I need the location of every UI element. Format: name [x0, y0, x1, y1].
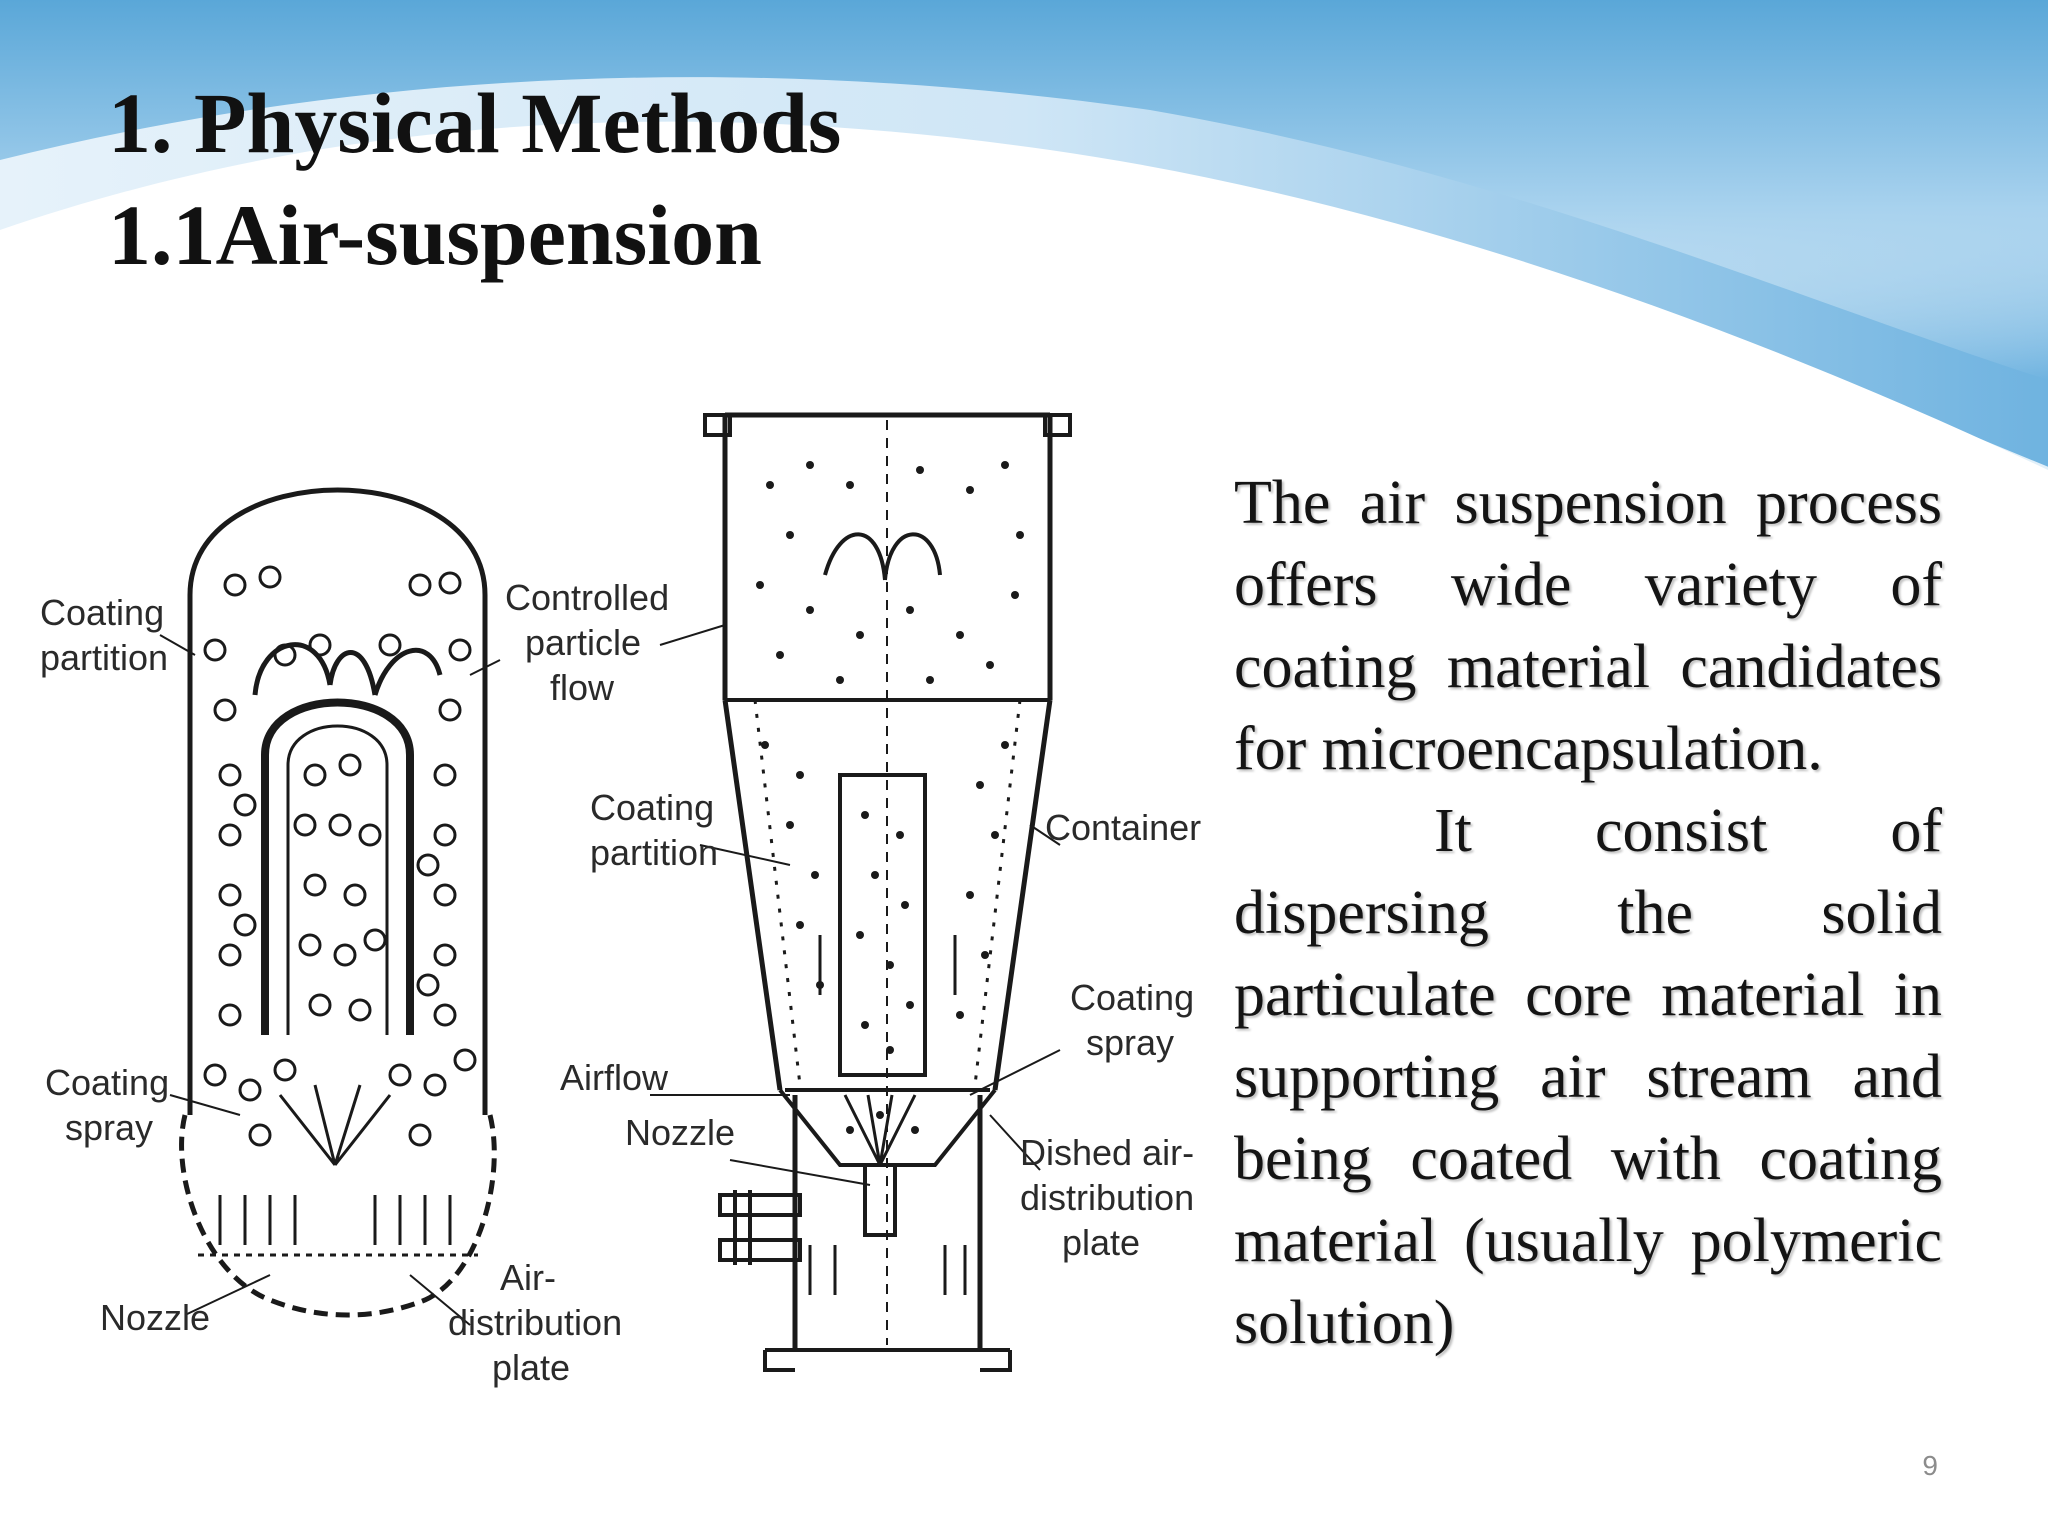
right-apparatus	[650, 412, 1072, 1372]
left-leader-lines	[159, 634, 501, 1326]
label-coating-partition-right: Coating	[590, 787, 714, 828]
label-coating-spray-right-2: spray	[1086, 1022, 1174, 1063]
label-coating-partition-left: Coating	[40, 592, 164, 633]
left-spray-cone	[278, 1084, 392, 1166]
body-text-part-1: The air suspension process offers wide v…	[1234, 469, 1942, 783]
left-base-bowl	[179, 1114, 497, 1318]
label-coating-partition-right-2: partition	[590, 832, 718, 873]
label-dished-air-distribution-plate: Dished air-	[1020, 1132, 1194, 1173]
left-partition-inner	[286, 724, 389, 1035]
left-airflow-arrows	[218, 1195, 452, 1245]
left-flow-arrow-2	[372, 647, 443, 696]
label-dished-air-distribution-plate-3: plate	[1062, 1222, 1140, 1263]
right-coating-partition	[838, 773, 927, 1077]
right-upper-cylinder	[722, 412, 1053, 700]
right-bottom-flange	[763, 1348, 1012, 1372]
label-controlled-particle-flow-3: flow	[550, 667, 615, 708]
right-dots	[756, 461, 1024, 1134]
label-coating-spray-left: Coating	[45, 1062, 169, 1103]
left-flow-arrow-3	[327, 650, 378, 696]
right-nozzle-tube	[863, 1163, 897, 1237]
label-air-distribution-plate: Air-	[500, 1257, 556, 1298]
label-controlled-particle-flow: Controlled	[505, 577, 669, 618]
label-air-distribution-plate-3: plate	[492, 1347, 570, 1388]
label-airflow: Airflow	[560, 1057, 669, 1098]
label-controlled-particle-flow-2: particle	[525, 622, 641, 663]
slide-title: 1. Physical Methods	[108, 75, 842, 171]
label-air-distribution-plate-2: distribution	[448, 1302, 622, 1343]
right-fountain	[823, 532, 942, 581]
right-lower-chamber	[792, 1095, 983, 1350]
label-container: Container	[1045, 807, 1201, 848]
right-inner-cone	[753, 699, 1022, 1086]
left-chamber-outline	[187, 487, 488, 1115]
wave-band-front	[0, 0, 2048, 380]
body-text-part-2: It consist of dispersing the solid parti…	[1234, 797, 1942, 1357]
air-suspension-diagram: Coating partition Controlled particle fl…	[40, 412, 1201, 1388]
right-spray	[843, 1094, 917, 1166]
left-flow-arrow-1	[252, 642, 333, 696]
label-coating-spray-right: Coating	[1070, 977, 1194, 1018]
wave-edge	[0, 214, 2048, 520]
left-particles	[203, 565, 477, 1147]
left-coating-partition	[261, 698, 414, 1035]
right-top-flange	[703, 413, 1072, 437]
slide-subtitle: 1.1Air-suspension	[108, 187, 762, 283]
label-coating-partition-left-2: partition	[40, 637, 168, 678]
figure-labels: Coating partition Controlled particle fl…	[40, 577, 1201, 1388]
label-nozzle-left: Nozzle	[100, 1297, 210, 1338]
label-dished-air-distribution-plate-2: distribution	[1020, 1177, 1194, 1218]
label-coating-spray-left-2: spray	[65, 1107, 153, 1148]
left-apparatus	[159, 487, 501, 1326]
right-leader-lines	[650, 624, 1061, 1186]
label-nozzle-right: Nozzle	[625, 1112, 735, 1153]
body-paragraph: The air suspension process offers wide v…	[1234, 462, 1942, 1364]
page-number: 9	[1922, 1450, 1938, 1481]
right-cone	[722, 699, 1053, 1091]
right-nozzle-pipes	[718, 1190, 802, 1265]
wave-highlight	[0, 131, 2048, 473]
